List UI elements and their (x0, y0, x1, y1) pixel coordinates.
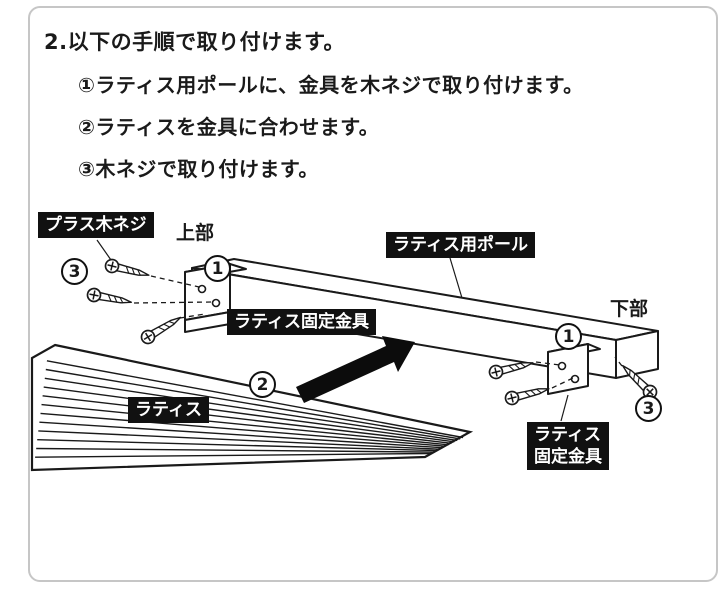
screw-hole (197, 284, 207, 294)
leader-lines (96, 239, 623, 422)
label-bottom-part: 下部 (610, 298, 649, 320)
screw-hole (211, 298, 221, 308)
instruction-frame (28, 6, 718, 582)
callout-2: 2 (249, 371, 276, 398)
instruction-step-1: ①ラティス用ポールに、金具を木ネジで取り付けます。 (78, 73, 584, 97)
screw-hole (557, 361, 567, 371)
wood-screw-icon (504, 388, 550, 406)
instructions-block: 2.以下の手順で取り付けます。 ①ラティス用ポールに、金具を木ネジで取り付けます… (44, 26, 584, 182)
callout-1-left: 1 (204, 255, 231, 282)
callout-3-left: 3 (61, 258, 88, 285)
label-lattice-pole: ラティス用ポール (386, 232, 535, 259)
wood-screw-icon (104, 258, 150, 276)
screws-group (86, 258, 658, 406)
lattice-panel (30, 343, 474, 472)
label-top-part: 上部 (176, 222, 215, 244)
label-plus-wood-screw: プラス木ネジ (38, 212, 154, 239)
label-lattice: ラティス (128, 397, 209, 424)
callout-1-right: 1 (555, 323, 582, 350)
label-lattice-bracket-right-line2: 固定金具 (534, 447, 602, 468)
screw-hole (570, 374, 580, 384)
callout-3-right: 3 (635, 395, 662, 422)
label-lattice-bracket-left: ラティス固定金具 (227, 309, 376, 336)
wood-screw-icon (140, 316, 182, 345)
lattice-slats (35, 360, 464, 458)
direction-arrow (296, 336, 415, 403)
wood-screw-icon (86, 287, 133, 304)
instruction-step-2: ②ラティスを金具に合わせます。 (78, 115, 380, 139)
label-lattice-bracket-right: ラティス 固定金具 (527, 422, 609, 471)
instruction-step-3: ③木ネジで取り付けます。 (78, 157, 319, 181)
wood-screw-icon (488, 362, 534, 380)
instructions-title: 2.以下の手順で取り付けます。 (44, 30, 345, 54)
label-lattice-bracket-right-line1: ラティス (534, 425, 601, 445)
